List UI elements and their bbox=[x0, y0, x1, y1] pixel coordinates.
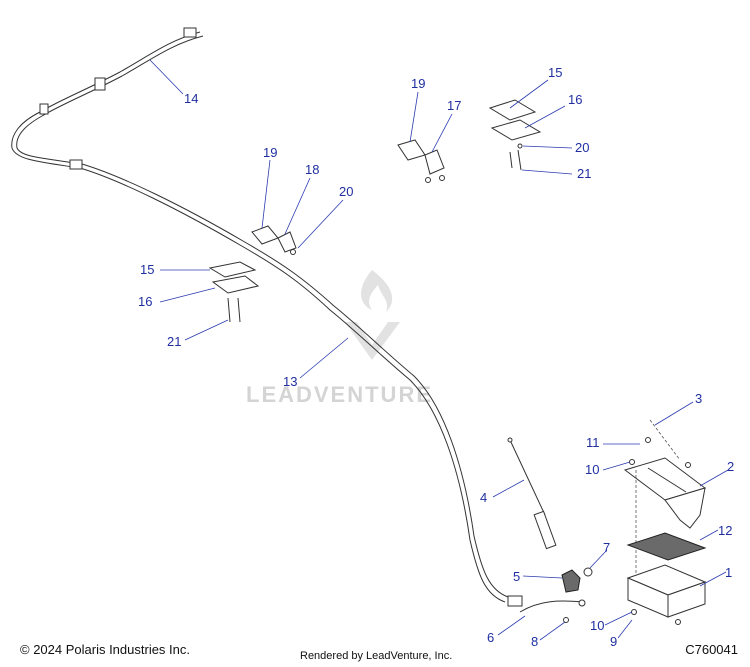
leadventure-watermark: LEADVENTURE bbox=[246, 270, 433, 407]
callout-20-mid[interactable]: 20 bbox=[339, 184, 353, 199]
callout-12[interactable]: 12 bbox=[718, 523, 732, 538]
callout-14[interactable]: 14 bbox=[184, 91, 198, 106]
connector-clip-a bbox=[94, 77, 106, 91]
left-plates bbox=[208, 261, 260, 323]
antenna bbox=[507, 437, 557, 550]
callout-labels: 14 19 17 15 16 20 21 19 18 20 15 16 21 1… bbox=[138, 65, 734, 649]
connector-top bbox=[183, 27, 197, 38]
callout-9[interactable]: 9 bbox=[610, 634, 617, 649]
callout-1[interactable]: 1 bbox=[725, 565, 732, 580]
leader-lines bbox=[149, 59, 729, 641]
pad bbox=[626, 532, 707, 561]
callout-5[interactable]: 5 bbox=[513, 569, 520, 584]
main-wire-harness bbox=[11, 27, 523, 607]
callout-6[interactable]: 6 bbox=[487, 630, 494, 645]
callout-19-upper[interactable]: 19 bbox=[411, 76, 425, 91]
rendered-by-note: Rendered by LeadVenture, Inc. bbox=[300, 650, 453, 662]
callout-3[interactable]: 3 bbox=[695, 391, 702, 406]
callout-8[interactable]: 8 bbox=[531, 634, 538, 649]
callout-4[interactable]: 4 bbox=[480, 490, 487, 505]
callout-15-upper[interactable]: 15 bbox=[548, 65, 562, 80]
copyright-notice: © 2024 Polaris Industries Inc. bbox=[20, 642, 190, 657]
figure-code: C760041 bbox=[685, 642, 738, 657]
callout-7[interactable]: 7 bbox=[603, 540, 610, 555]
mid-bracket bbox=[251, 225, 297, 255]
callout-10-upper[interactable]: 10 bbox=[585, 462, 599, 477]
callout-2[interactable]: 2 bbox=[727, 459, 734, 474]
callout-16-upper[interactable]: 16 bbox=[568, 92, 582, 107]
base-module bbox=[626, 564, 707, 625]
connector-mid bbox=[69, 159, 83, 170]
callout-13[interactable]: 13 bbox=[283, 374, 297, 389]
ground-strap bbox=[519, 599, 586, 623]
bracket-assembly bbox=[623, 419, 707, 575]
callout-21-left[interactable]: 21 bbox=[167, 334, 181, 349]
antenna-mount bbox=[561, 567, 593, 593]
callout-15-left[interactable]: 15 bbox=[140, 262, 154, 277]
callout-17[interactable]: 17 bbox=[447, 98, 461, 113]
flame-watermark-icon bbox=[361, 270, 393, 312]
callout-16-left[interactable]: 16 bbox=[138, 294, 152, 309]
v-mark-watermark-icon bbox=[345, 322, 400, 360]
callout-10-lower[interactable]: 10 bbox=[590, 618, 604, 633]
upper-bracket bbox=[397, 139, 445, 183]
connector-end bbox=[507, 595, 523, 607]
callout-19-mid[interactable]: 19 bbox=[263, 145, 277, 160]
callout-20-upper[interactable]: 20 bbox=[575, 140, 589, 155]
callout-11[interactable]: 11 bbox=[586, 435, 600, 450]
callout-18[interactable]: 18 bbox=[305, 162, 319, 177]
callout-21-upper[interactable]: 21 bbox=[577, 166, 591, 181]
watermark-brand: LEADVENTURE bbox=[246, 382, 433, 407]
upper-plates bbox=[488, 99, 542, 171]
connector-clip-b bbox=[39, 103, 49, 115]
